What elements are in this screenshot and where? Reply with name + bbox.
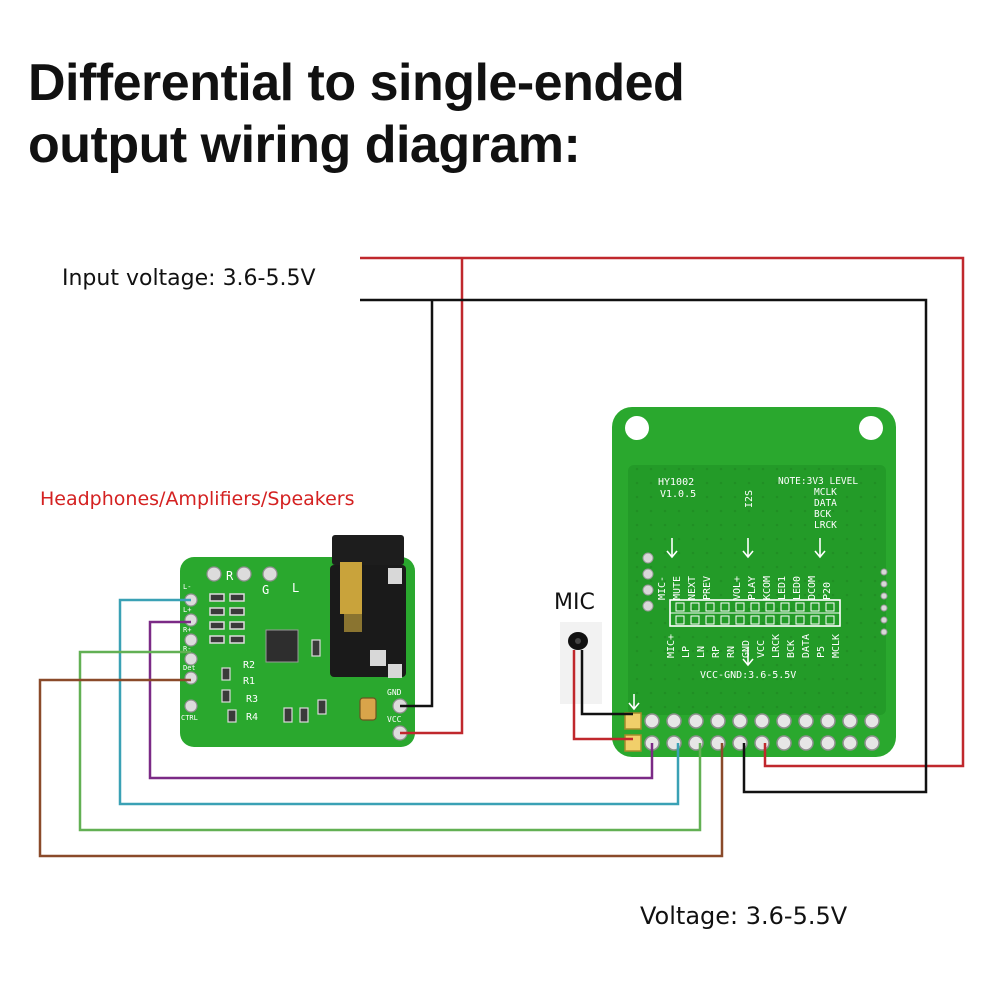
pin-label: VOL+ (732, 576, 743, 600)
supply-text: VCC-GND:3.6-5.5V (700, 670, 796, 681)
main-board-model: HY1002 (658, 477, 694, 488)
note-line: MCLK (814, 487, 837, 498)
small-board-pads-left (184, 593, 198, 713)
wire-purple (148, 620, 654, 780)
pin-label: LN (696, 646, 707, 658)
side-pads (642, 552, 888, 636)
pin-label: VCC (756, 640, 767, 658)
mounting-hole-left (625, 416, 649, 440)
wire-black-input (360, 298, 928, 794)
vcc-pin-label: VCC (387, 715, 402, 724)
title-line: Differential to single-ended (28, 54, 685, 112)
pin-label: KCOM (762, 576, 773, 600)
i2s-label: I2S (744, 490, 755, 508)
gnd-square-pad (624, 734, 642, 752)
pin-label: L+ (183, 606, 191, 614)
top-label-l: L (292, 581, 299, 595)
pin-label: Det (183, 664, 196, 672)
resistor-label: R2 (243, 660, 255, 671)
headphone-jack (330, 535, 406, 678)
pin-label: P20 (822, 582, 833, 600)
title-line: output wiring diagram: (28, 116, 581, 174)
top-label-r: R (226, 569, 234, 583)
page-title: Differential to single-ended output wiri… (28, 52, 685, 176)
pin-label: BCK (786, 640, 797, 658)
pin-label: GND (741, 640, 752, 658)
pin-label: MIC- (657, 576, 668, 600)
silkscreen-arrows (628, 538, 826, 711)
pin-label: L- (183, 583, 191, 591)
wire-mic-black (580, 650, 633, 716)
note-line: NOTE:3V3 LEVEL (778, 476, 858, 487)
pin-label: PLAY (747, 576, 758, 600)
gnd-pin-label: GND (387, 688, 402, 697)
note-line: DATA (814, 498, 837, 509)
resistor-label: R4 (246, 712, 258, 723)
pin-label: LP (681, 646, 692, 658)
output-device-label: Headphones/Amplifiers/Speakers (40, 488, 355, 510)
pin-label: P5 (816, 646, 827, 658)
amp-chip (265, 629, 299, 663)
main-board-version: V1.0.5 (660, 489, 696, 500)
pin-header-outline (669, 599, 841, 627)
input-voltage-label: Input voltage: 3.6-5.5V (62, 266, 316, 291)
small-board-top-pads (206, 566, 278, 582)
wire-black-small-gnd (400, 300, 434, 708)
mic-label: MIC (554, 590, 595, 615)
pin-label: RN (726, 646, 737, 658)
main-board: HY1002 V1.0.5 I2S NOTE:3V3 LEVEL MCLK DA… (612, 407, 896, 757)
wire-mic-red (572, 650, 633, 741)
smd-components (209, 593, 377, 723)
pin-label: LED1 (777, 576, 788, 600)
pin-label: DCOM (807, 576, 818, 600)
resistor-label: R3 (246, 694, 258, 705)
pin-label: MUTE (672, 576, 683, 600)
note-block: NOTE:3V3 LEVEL MCLK DATA BCK LRCK (778, 476, 858, 531)
wire-cyan (118, 598, 680, 806)
pin-label: MCLK (831, 634, 842, 658)
pin-label: DATA (801, 634, 812, 658)
small-board: R G L L- L+ R+ R- Det CTRL R2 (180, 535, 415, 747)
pin-label: NEXT (687, 576, 698, 600)
vcc-square-pad (624, 712, 642, 730)
pin-label: CTRL (181, 714, 198, 722)
wire-red-small-vcc (400, 258, 464, 735)
voltage-label: Voltage: 3.6-5.5V (640, 902, 848, 930)
upper-row-labels: MIC- MUTE NEXT PREV VOL+ PLAY KCOM LED1 … (657, 576, 833, 600)
resistor-label: R1 (243, 676, 255, 687)
pin-label: R- (183, 645, 191, 653)
pin-label: MIC+ (666, 634, 677, 658)
lower-row-labels: MIC+ LP LN RP RN GND VCC LRCK BCK DATA P… (666, 634, 842, 658)
mounting-hole-right (859, 416, 883, 440)
pin-label: RP (711, 646, 722, 658)
pin-label: LED0 (792, 576, 803, 600)
top-label-g: G (262, 583, 269, 597)
wire-red-input (360, 256, 965, 768)
pin-label: R+ (183, 626, 191, 634)
pin-label: LRCK (771, 634, 782, 658)
pin-label: PREV (702, 576, 713, 600)
wire-brown (38, 678, 724, 858)
note-line: BCK (814, 509, 831, 520)
wires (38, 256, 965, 858)
note-line: LRCK (814, 520, 837, 531)
wire-green (78, 650, 702, 832)
